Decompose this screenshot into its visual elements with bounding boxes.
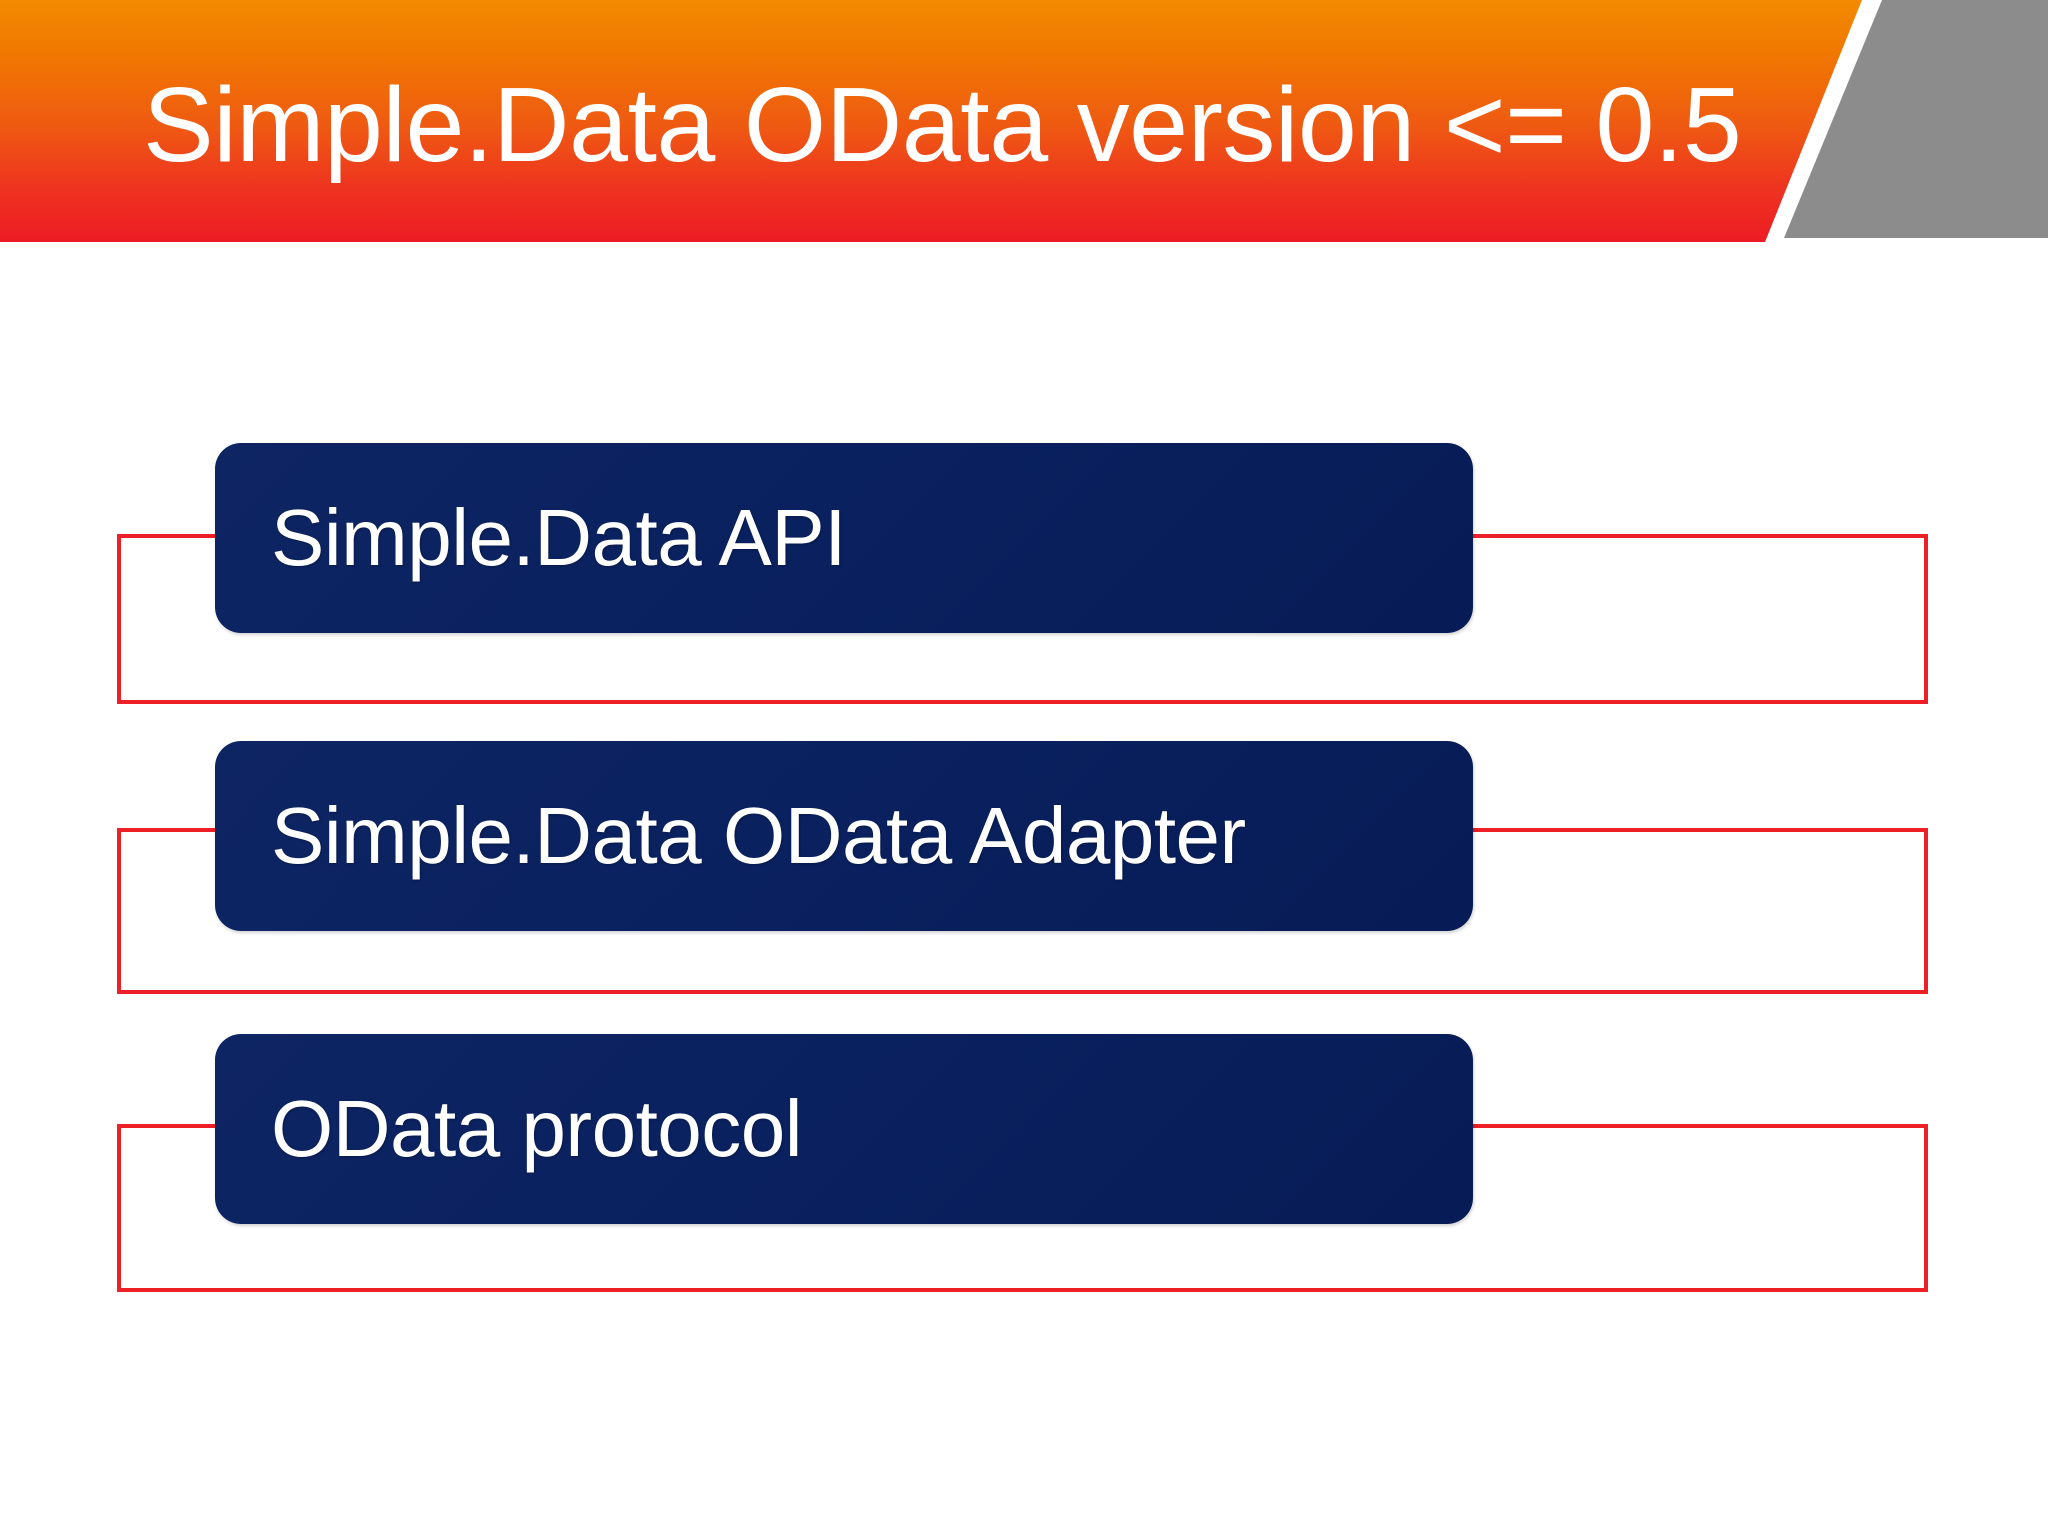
page-title: Simple.Data OData version <= 0.5: [143, 66, 1742, 184]
layer-1-box[interactable]: Simple.Data API: [215, 443, 1473, 633]
layer-3-box[interactable]: OData protocol: [215, 1034, 1473, 1224]
layer-3-label: OData protocol: [271, 1084, 803, 1173]
layer-2-box[interactable]: Simple.Data OData Adapter: [215, 741, 1473, 931]
header-orange-banner: [0, 0, 1862, 242]
layer-2-label: Simple.Data OData Adapter: [271, 791, 1246, 880]
layer-1-label: Simple.Data API: [271, 493, 847, 582]
slide-header: Simple.Data OData version <= 0.5: [0, 0, 2048, 242]
